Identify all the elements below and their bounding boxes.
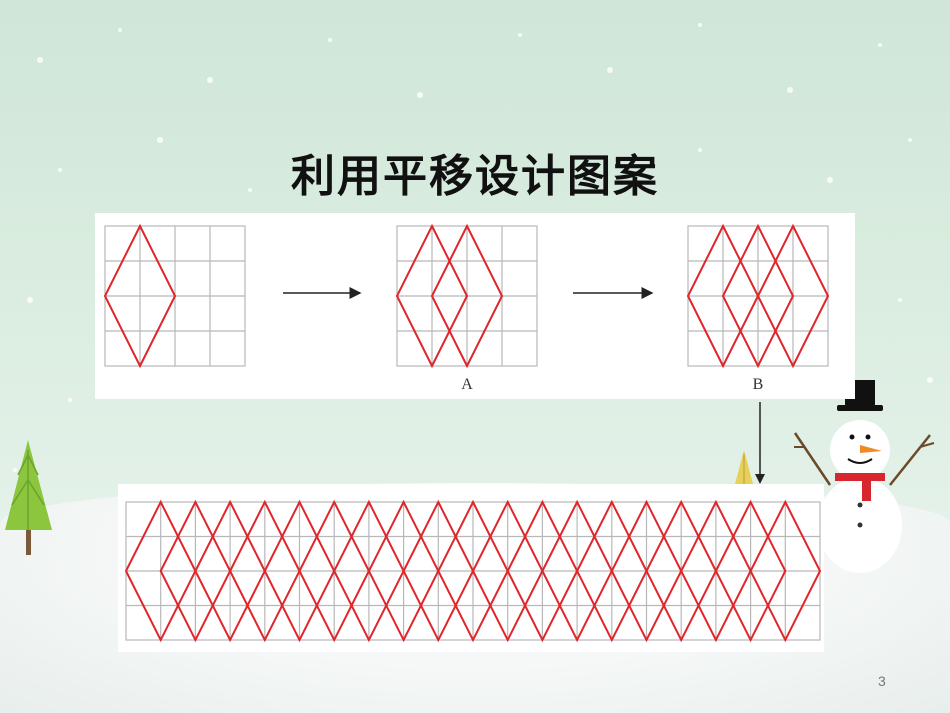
slide-title: 利用平移设计图案 (291, 151, 659, 202)
pattern-rhombus (437, 499, 509, 643)
pattern-rhombus (402, 499, 475, 643)
small-tree-icon (735, 450, 753, 484)
pattern-rhombus (367, 499, 440, 643)
label-b: B (753, 376, 764, 393)
pattern-rhombus (159, 499, 232, 643)
translation-steps-figure: A B (95, 213, 855, 399)
final-pattern-figure (118, 484, 824, 652)
pattern-rhombus (333, 499, 405, 643)
pattern-rhombus (575, 499, 648, 643)
page-number: 3 (878, 673, 886, 689)
pattern-rhombuses (124, 499, 822, 643)
pattern-rhombus (714, 499, 787, 643)
pattern-rhombus (541, 499, 613, 643)
rhombus-pair-a (395, 223, 504, 369)
translation-steps-svg: A B (103, 223, 830, 393)
rhombus-group-b (686, 223, 830, 369)
pattern-rhombus (749, 499, 822, 643)
pattern-rhombus (263, 499, 336, 643)
christmas-tree-icon (5, 440, 52, 555)
final-pattern-svg (124, 499, 822, 643)
pattern-rhombus (471, 499, 544, 643)
rhombus-original (103, 223, 177, 369)
pattern-rhombus (645, 499, 718, 643)
pattern-rhombus (506, 499, 579, 643)
pattern-rhombus (124, 499, 197, 643)
pattern-rhombus (610, 499, 683, 643)
snowman-icon (793, 380, 935, 573)
pattern-rhombus (194, 499, 266, 643)
arrow-down (755, 402, 765, 484)
pattern-rhombus (298, 499, 371, 643)
pattern-rhombus (228, 499, 301, 643)
pattern-rhombus (680, 499, 752, 643)
label-a: A (461, 376, 473, 393)
